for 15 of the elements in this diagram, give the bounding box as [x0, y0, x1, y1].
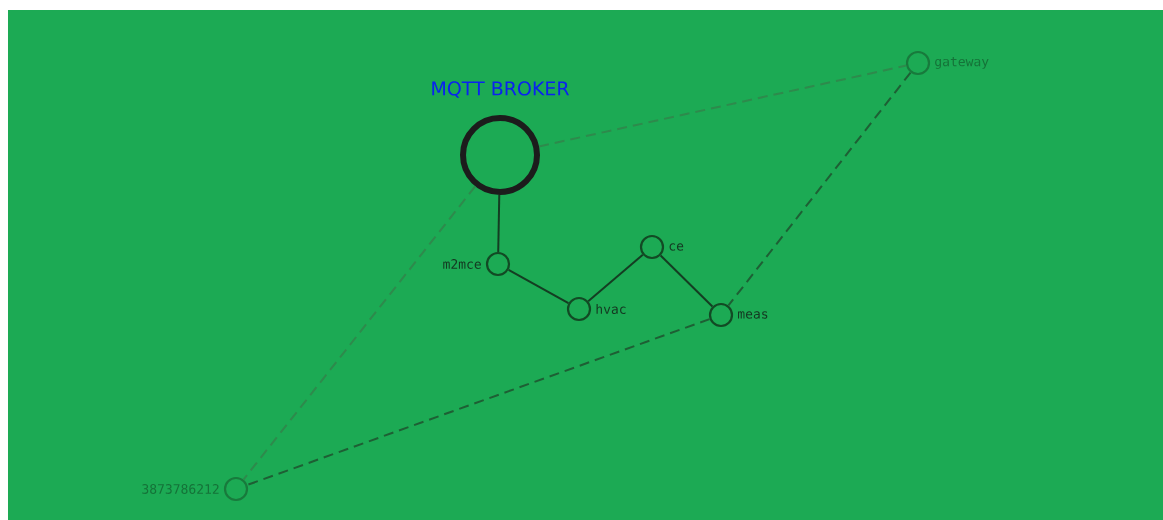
connector-line [727, 71, 912, 307]
node-label: gateway [935, 57, 989, 69]
node-label: ce [669, 243, 684, 251]
connector-line [246, 318, 711, 486]
connector-line [242, 185, 477, 481]
connector-line [587, 253, 644, 303]
connector-line [659, 254, 714, 308]
connector-line [538, 64, 908, 148]
node-label: m2mce [443, 259, 481, 269]
node-label: hvac [596, 303, 626, 315]
connector-line [507, 268, 570, 305]
connector-line [497, 194, 501, 253]
node-label: meas [738, 311, 768, 319]
node-label: MQTT BROKER [432, 81, 570, 98]
node-label: 3873786212 [142, 484, 219, 494]
